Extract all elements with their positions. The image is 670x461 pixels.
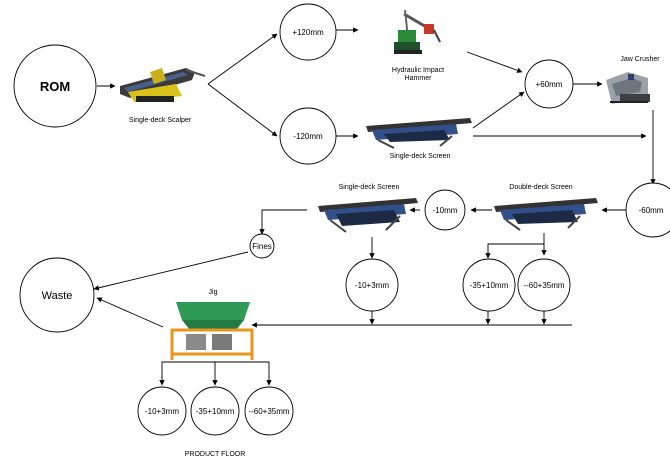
arrow-screen-fines	[259, 209, 307, 235]
mid-stream-minus60plus35: --60+35mm	[517, 258, 571, 312]
screen-top-image	[366, 118, 472, 149]
product-minus35plus10: -35+10mm	[190, 386, 240, 436]
double-deck-screen-image	[494, 198, 598, 231]
product-minus10plus3: -10+3mm	[137, 386, 187, 436]
jaw-crusher-image	[606, 72, 650, 104]
screen-mid-image	[318, 198, 418, 233]
product-minus60plus35-label: --60+35mm	[248, 407, 289, 416]
mid-stream-minus10plus3-label: -10+3mm	[355, 281, 389, 290]
stream-nodes: ROM +120mm -120mm +60mm -60mm -10mm Fine…	[13, 3, 670, 436]
mid-stream-minus10plus3: -10+3mm	[345, 258, 399, 312]
rom-label: ROM	[40, 79, 70, 94]
waste-label: Waste	[42, 290, 73, 302]
fines-label: Fines	[252, 242, 272, 251]
arrow-scalper-minus120	[207, 83, 278, 137]
jaw-crusher-caption: Jaw Crusher	[620, 56, 660, 63]
plus120-node: +120mm	[279, 3, 337, 61]
jig-image	[170, 302, 254, 360]
plus60-label: +60mm	[536, 80, 563, 89]
waste-node: Waste	[19, 257, 95, 333]
scalper-caption: Single-deck Scalper	[129, 117, 192, 124]
product-floor-label: PRODUCT FLOOR	[185, 451, 246, 458]
minus60-node: -60mm	[625, 182, 670, 238]
mid-stream-minus35plus10-label: -35+10mm	[470, 281, 509, 290]
arrow-hammer-plus60	[466, 51, 523, 73]
minus10-label: -10mm	[433, 206, 458, 215]
double-deck-caption: Double-deck Screen	[509, 184, 573, 191]
product-minus35plus10-label: -35+10mm	[196, 407, 235, 416]
minus60-label: -60mm	[639, 206, 664, 215]
jig-caption: Jig	[209, 289, 218, 296]
fines-node: Fines	[249, 233, 275, 259]
product-minus60plus35: --60+35mm	[244, 386, 294, 436]
hammer-caption-line1: Hydraulic Impact	[392, 67, 444, 74]
hammer-caption-line2: Hammer	[405, 75, 433, 82]
arrow-scalper-plus120	[207, 33, 278, 85]
arrow-jig-waste	[96, 297, 164, 328]
rom-node: ROM	[13, 44, 97, 128]
minus10-node: -10mm	[424, 189, 466, 231]
mid-stream-minus60plus35-label: --60+35mm	[523, 281, 564, 290]
minus120-label: -120mm	[293, 132, 323, 141]
jig-product-splitter	[161, 361, 270, 378]
minus120-node: -120mm	[279, 107, 337, 165]
arrow-doubledeck-minus35plus10	[485, 243, 544, 259]
hammer-image	[394, 9, 441, 54]
plus60-node: +60mm	[524, 59, 574, 109]
arrow-fines-waste	[93, 251, 249, 291]
screen-top-caption: Single-deck Screen	[390, 153, 451, 160]
scalper-image	[120, 68, 206, 102]
plus120-label: +120mm	[292, 28, 324, 37]
arrow-screen-plus60	[472, 91, 525, 129]
mid-stream-minus35plus10: -35+10mm	[462, 258, 516, 312]
product-minus10plus3-label: -10+3mm	[145, 407, 179, 416]
screen-mid-caption: Single-deck Screen	[339, 184, 400, 191]
flow-arrows	[93, 27, 656, 386]
